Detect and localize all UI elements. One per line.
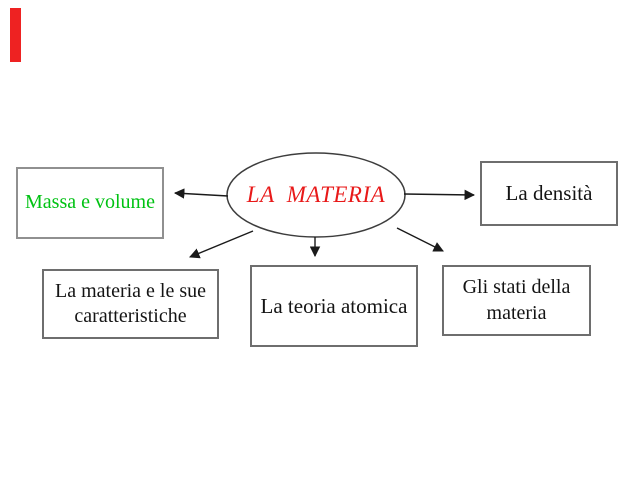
node-label: Massa e volume bbox=[25, 191, 155, 214]
node-gli-stati-della-materia: Gli stati della materia bbox=[442, 265, 591, 336]
node-la-densita: La densità bbox=[480, 161, 618, 226]
central-topic-label: LA MATERIA bbox=[246, 182, 386, 207]
red-ribbon-marker bbox=[10, 8, 21, 62]
node-label: La densità bbox=[505, 181, 593, 206]
node-la-teoria-atomica: La teoria atomica bbox=[250, 265, 418, 347]
node-label: La teoria atomica bbox=[260, 293, 408, 318]
node-la-materia-e-le-sue-caratteristiche: La materia e le sue caratteristiche bbox=[42, 269, 219, 339]
arrow-to-la-densita bbox=[403, 189, 476, 201]
node-label-line-1: La materia e le sue bbox=[54, 279, 207, 302]
node-label-line-1: Gli stati della bbox=[462, 276, 571, 299]
central-topic: LA MATERIA bbox=[227, 153, 405, 237]
node-massa-e-volume: Massa e volume bbox=[16, 167, 164, 239]
node-label-line-2: caratteristiche bbox=[74, 305, 187, 327]
arrow-to-gli-stati-della-materia bbox=[396, 227, 444, 252]
arrow-to-massa-e-volume bbox=[173, 188, 229, 199]
central-topic-ellipse bbox=[226, 152, 406, 238]
arrow-to-la-materia-caratteristiche bbox=[189, 230, 254, 259]
node-label-line-2: materia bbox=[486, 301, 547, 324]
